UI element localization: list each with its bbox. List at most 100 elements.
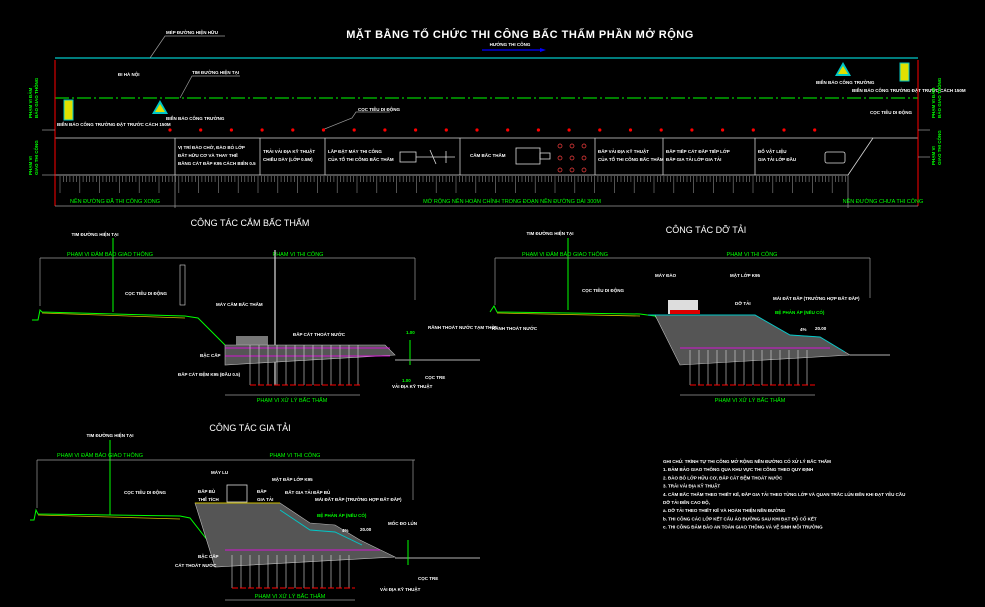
drain-ticks [59, 176, 846, 193]
cone-dot [782, 128, 786, 132]
truck-icon [824, 151, 846, 164]
dim-pending-label: NỀN ĐƯỜNG CHƯA THI CÔNG [843, 198, 924, 205]
cell-label: ĐỔ VẬT LIỆU [758, 147, 787, 154]
cell-label: CẮM BẤC THẤM [470, 151, 506, 158]
fabric-label: VẢI ĐỊA KỸ THUẬT [380, 586, 421, 592]
slope-label: MÁI ĐẤT ĐẮP (TRƯỜNG HỢP ĐẤT ĐẮP) [773, 294, 860, 301]
traffic-range-label: PHẠM VI ĐẢM BẢO GIAO THÔNG [57, 452, 143, 459]
settlement-marker [581, 155, 587, 161]
sign-right-label: BIỂN BÁO CÔNG TRƯỜNG [816, 78, 875, 85]
cone-dot [475, 128, 479, 132]
sign-left-label: BIỂN BÁO CÔNG TRƯỜNG [166, 114, 225, 121]
cone-dot [168, 128, 172, 132]
plan-title: MẶT BẰNG TỔ CHỨC THI CÔNG BẤC THẤM PHẦN … [346, 28, 694, 41]
phase-cells: VỊ TRÍ ĐÀO CHỜ, ĐÀO BỎ LỚP ĐẤT HỮU CƠ VÀ … [178, 143, 796, 166]
pile-label: CỌC TRE [418, 576, 438, 581]
layer-label: MẶT ĐẮP LỚP K95 [272, 475, 313, 482]
left-side-label: PHẠM VI ĐẢM [27, 87, 33, 118]
plan-view: MẶT BẰNG TỔ CHỨC THI CÔNG BẤC THẤM PHẦN … [27, 28, 966, 208]
section2-title: CÔNG TÁC DỠ TẢI [666, 224, 746, 235]
cone-dot [352, 128, 356, 132]
center-label: TIM ĐƯỜNG HIỆN TẠI [526, 229, 573, 236]
roller-icon [226, 484, 248, 503]
note-line: 4. CẮM BẤC THẤM THEO THIẾT KẾ, ĐẮP GIA T… [663, 490, 905, 497]
section-drain-install: CÔNG TÁC CẮM BẤC THẤM TIM ĐƯỜNG HIỆN TẠI… [32, 218, 496, 404]
section-surcharge: CÔNG TÁC GIA TẢI TIM ĐƯỜNG HIỆN TẠI PHẠM… [30, 422, 480, 601]
left-label: THỂ TÍCH [198, 495, 219, 502]
right-label: GIA TẢI [257, 496, 273, 502]
cell-label: ĐẮP TIẾP CÁT ĐẮP TIẾP LỚP [666, 147, 730, 154]
vertical-drains [249, 345, 360, 386]
cell-label: GIA TẢI LỚP ĐẦU [758, 155, 796, 162]
sand-label: ĐẮP CÁT THOÁT NƯỚC [293, 330, 346, 337]
cone-dot [751, 128, 755, 132]
settlement-marker [569, 143, 575, 149]
vertical-drains [689, 350, 815, 386]
barrier-right-label: BIỂN BÁO CÔNG TRƯỜNG ĐẶT TRƯỚC CÁCH 150M [852, 86, 966, 93]
cell-label: CỦA TỔ THI CÔNG BẤC THẤM [328, 155, 394, 162]
notes-block: GHI CHÚ: TRÌNH TỰ THI CÔNG MỞ RỘNG NỀN Đ… [663, 457, 905, 530]
center-label: TIM ĐƯỜNG HIỆN TẠI [86, 431, 133, 438]
fabric-label: VẢI ĐỊA KỸ THUẬT [392, 383, 433, 389]
cell-dividers [174, 138, 756, 175]
slope-label: MÁI ĐẤT ĐẮP (TRƯỜNG HỢP ĐẤT ĐẮP) [315, 495, 402, 502]
cone-label: CỌC TIÊU DI ĐỘNG [124, 488, 167, 495]
cell-label: VỊ TRÍ ĐÀO CHỜ, ĐÀO BỎ LỚP [178, 143, 245, 150]
berm-label: BỆ PHẢN ÁP (NẾU CÓ) [775, 308, 825, 315]
fill-label: ĐẮP CÁT ĐỆM K95 (ĐẦU 0.5) [178, 370, 241, 377]
settlement-marker [569, 167, 575, 173]
left-side-label: PHẠM VI [28, 156, 33, 175]
dim-label: 1.00 [402, 378, 411, 383]
dim-done-label: NỀN ĐƯỜNG ĐÃ THI CÔNG XONG [70, 198, 160, 205]
construction-range-label: PHẠM VI THI CÔNG [270, 452, 321, 459]
drain-machine-icon [399, 149, 455, 165]
treatment-range-label: PHẠM VI XỬ LÝ BẤC THẤM [255, 593, 326, 600]
cone-dot [444, 128, 448, 132]
traffic-range-label: PHẠM VI ĐẢM BẢO GIAO THÔNG [522, 251, 608, 258]
cone-dot [567, 128, 571, 132]
cell-label: CHIỀU DÀY (LỚP 0.5M) [263, 155, 313, 162]
roller-label: MÁY LU [211, 469, 228, 475]
treatment-range-label: PHẠM VI XỬ LÝ BẤC THẤM [257, 397, 328, 404]
centerline-label: TIM ĐƯỜNG HIỆN TẠI [192, 68, 239, 75]
cone-dot [199, 128, 203, 132]
slope-pct-label: 4% [342, 528, 349, 533]
settlement-marker [581, 143, 587, 149]
vertical-drains [231, 555, 355, 589]
cell-label: TRẢI VẢI ĐỊA KỸ THUẬT [263, 148, 315, 154]
edge-label: MÉP ĐƯỜNG HIỆN HỮU [166, 28, 218, 35]
cell-label: BẰNG CÁT ĐẮP K95 CÁCH BIÊN 0.5 [178, 159, 256, 166]
drain-machine-icon [236, 336, 268, 345]
left-label: ĐẮP BÙ [198, 487, 215, 494]
right-label: ĐẮP [257, 487, 267, 494]
cone-label: CỌC TIÊU DI ĐỘNG [582, 286, 625, 293]
center-label: TIM ĐƯỜNG HIỆN TẠI [71, 230, 118, 237]
right-side-label: PHẠM VI [931, 146, 936, 165]
right-side-label: PHẠM VI ĐẢM [930, 87, 936, 118]
dim-label: 1.00 [406, 330, 415, 335]
construction-range-label: PHẠM VI THI CÔNG [727, 251, 778, 258]
note-line: b. THI CÔNG CÁC LỚP KẾT CẤU ÁO ĐƯỜNG SAU… [663, 514, 817, 521]
settlement-markers [557, 143, 587, 173]
cone-dot [690, 128, 694, 132]
section-unload: CÔNG TÁC DỠ TẢI TIM ĐƯỜNG HIỆN TẠI PHẠM … [489, 224, 890, 404]
settlement-marker [557, 155, 563, 161]
cone-dot [229, 128, 233, 132]
dim-label: 20.00 [360, 527, 372, 532]
left-side-label: BẢO GIAO THÔNG [32, 77, 39, 118]
note-line: DỠ TẢI ĐẾN CAO ĐỘ, [663, 498, 710, 505]
section3-title: CÔNG TÁC GIA TẢI [209, 422, 290, 433]
cell-label: ĐẤT HỮU CƠ VÀ THAY THẾ [178, 152, 238, 158]
barrier-left-label: BIỂN BÁO CÔNG TRƯỜNG ĐẶT TRƯỚC CÁCH 150M [57, 120, 171, 127]
right-side-label: BẢO GIAO THÔNG [935, 77, 942, 118]
step-label: BẬC CẤP [200, 352, 221, 358]
direction-arrowhead-icon [540, 48, 546, 52]
layer-label: MẶT LỚP K95 [730, 271, 761, 278]
cone-dot [414, 128, 418, 132]
cell-label: ĐẮP GIA TẢI LỚP GIA TẢI [666, 155, 721, 162]
unload-label: DỠ TẢI [735, 300, 751, 306]
construction-range-label: PHẠM VI THI CÔNG [273, 251, 324, 258]
note-line: c. THI CÔNG ĐẢM BẢO AN TOÀN GIAO THÔNG V… [663, 523, 823, 530]
settlement-marker [569, 155, 575, 161]
